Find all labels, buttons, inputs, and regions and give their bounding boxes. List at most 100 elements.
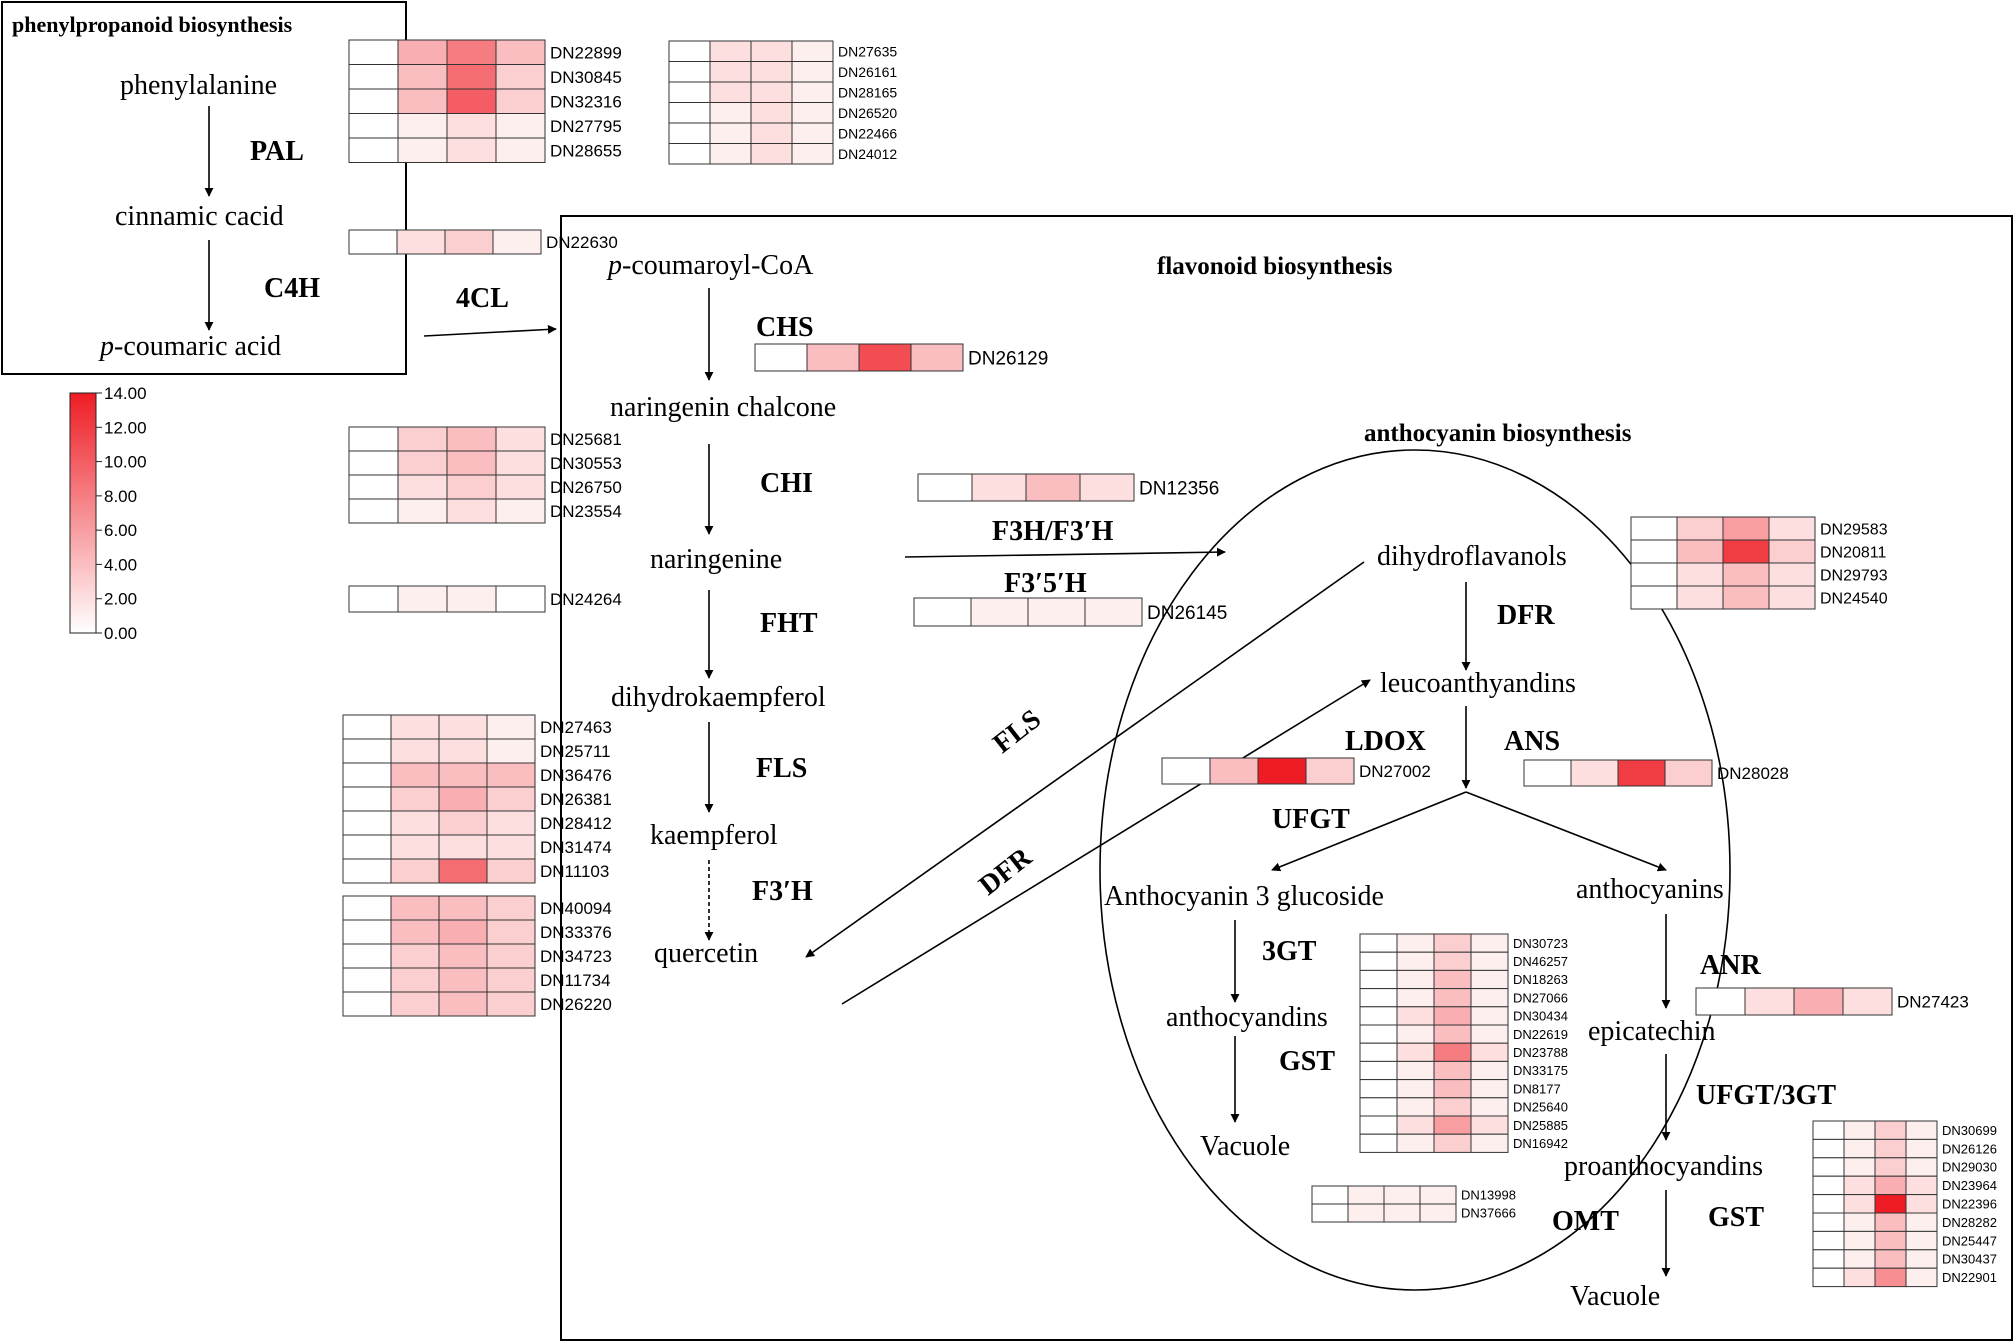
gene-label: DN24264 — [550, 590, 622, 609]
heatmap-cell — [1905, 1157, 1938, 1177]
gene-label: DN24540 — [1820, 590, 1888, 607]
gene-label: DN29583 — [1820, 521, 1888, 538]
gene-label: DN28412 — [540, 814, 612, 833]
heatmap-cell — [486, 810, 536, 836]
compound-vacuole-1: Vacuole — [1200, 1131, 1290, 1162]
heatmap-cell — [438, 919, 488, 945]
heatmap-cell — [348, 88, 399, 114]
compound-phenylalanine: phenylalanine — [120, 70, 277, 101]
heatmap-gst2: DN30699DN26126DN29030DN23964DN22396DN282… — [1812, 1120, 1997, 1288]
heatmap-cell — [1768, 585, 1816, 610]
heatmap-cell — [1905, 1175, 1938, 1196]
heatmap-cell — [910, 343, 964, 372]
heatmap-cell — [397, 64, 448, 90]
heatmap-cell — [1433, 1133, 1472, 1153]
heatmap-cell — [1396, 969, 1435, 990]
heatmap-cell — [709, 102, 752, 124]
heatmap-cell — [486, 919, 536, 945]
gene-label: DN37666 — [1461, 1206, 1516, 1221]
heatmap-cell — [446, 426, 497, 452]
heatmap-cell — [348, 113, 399, 139]
heatmap-cell — [397, 585, 448, 613]
gene-label: DN22901 — [1942, 1270, 1997, 1285]
heatmap-cell — [1396, 988, 1435, 1008]
heatmap-cell — [1470, 969, 1509, 990]
heatmap-cell — [1359, 988, 1398, 1008]
heatmap-cell — [1359, 1097, 1398, 1117]
legend-colorbar — [69, 392, 97, 634]
heatmap-cell — [750, 40, 793, 62]
compound-p-coumaric-acid: p-coumaric acid — [98, 331, 281, 362]
heatmap-cell — [668, 40, 711, 62]
heatmap-cell — [1842, 987, 1893, 1016]
heatmap-cell — [1768, 562, 1816, 587]
heatmap-cell — [390, 991, 440, 1017]
gene-label: DN20811 — [1820, 544, 1887, 561]
heatmap-chi: DN12356 — [917, 473, 1219, 502]
heatmap-cell — [348, 585, 399, 613]
enzyme-anr: ANR — [1700, 950, 1761, 981]
compound-leucoanthyandins: leucoanthyandins — [1380, 668, 1576, 699]
heatmap-cell — [438, 967, 488, 993]
enzyme-f3ph: F3′H — [752, 876, 813, 907]
heatmap-cell — [791, 40, 834, 62]
heatmap-pal_b: DN27635DN26161DN28165DN26520DN22466DN240… — [668, 40, 897, 165]
heatmap-cell — [495, 474, 546, 500]
heatmap-cell — [342, 810, 392, 836]
heatmap-cell — [390, 810, 440, 836]
heatmap-cell — [1079, 473, 1135, 502]
heatmap-cell — [390, 943, 440, 969]
compound-proanthocyandins: proanthocyandins — [1564, 1151, 1763, 1182]
heatmap-cell — [1630, 516, 1678, 541]
heatmap-cell — [446, 498, 497, 524]
heatmap-cell — [1812, 1230, 1845, 1251]
gene-label: DN26381 — [540, 790, 612, 809]
gene-label: DN26145 — [1147, 603, 1227, 624]
compound-quercetin: quercetin — [654, 938, 758, 969]
enzyme-pal: PAL — [250, 136, 304, 167]
gene-label: DN25681 — [550, 430, 622, 449]
heatmap-cell — [1470, 1133, 1509, 1153]
heatmap-cell — [446, 474, 497, 500]
heatmap-cell — [438, 714, 488, 740]
heatmap-cell — [390, 967, 440, 993]
heatmap-cell — [438, 895, 488, 921]
heatmap-cell — [1676, 562, 1724, 587]
gene-label: DN30437 — [1942, 1252, 1997, 1267]
enzyme-fls-diagonal: FLS — [987, 704, 1047, 760]
heatmap-cell — [791, 143, 834, 165]
heatmap-cell — [342, 834, 392, 860]
heatmap-cell — [1433, 988, 1472, 1008]
heatmap-cell — [1905, 1249, 1938, 1269]
heatmap-cell — [348, 39, 399, 65]
heatmap-cell — [1396, 1115, 1435, 1135]
heatmap-cell — [438, 786, 488, 812]
heatmap-cell — [342, 943, 392, 969]
enzyme-f3h-f3ph: F3H/F3′H — [992, 516, 1114, 547]
heatmap-cell — [348, 137, 399, 163]
heatmap-c4h: DN22630 — [348, 229, 618, 255]
heatmap-cell — [1523, 759, 1572, 787]
gene-label: DN22630 — [546, 233, 618, 252]
gene-label: DN27463 — [540, 718, 612, 737]
heatmap-cell — [1396, 1097, 1435, 1117]
heatmap-cell — [1470, 1115, 1509, 1135]
anthocyanin-circle — [1099, 449, 1731, 1291]
gene-label: DN25447 — [1942, 1233, 1997, 1248]
heatmap-cell — [1630, 539, 1678, 564]
gene-label: DN27002 — [1359, 762, 1431, 781]
heatmap-cell — [1396, 933, 1435, 953]
heatmap-cell — [1396, 1079, 1435, 1099]
heatmap-cell — [1905, 1194, 1938, 1214]
heatmap-cell — [1470, 988, 1509, 1008]
heatmap-cell — [1905, 1120, 1938, 1140]
heatmap-cell — [495, 113, 546, 139]
heatmap-cell — [342, 714, 392, 740]
heatmaps: DN22899DN30845DN32316DN27795DN28655DN276… — [342, 39, 1997, 1288]
heatmap-cell — [1396, 1060, 1435, 1081]
heatmap-cell — [396, 229, 446, 255]
gene-label: DN28028 — [1717, 764, 1789, 783]
